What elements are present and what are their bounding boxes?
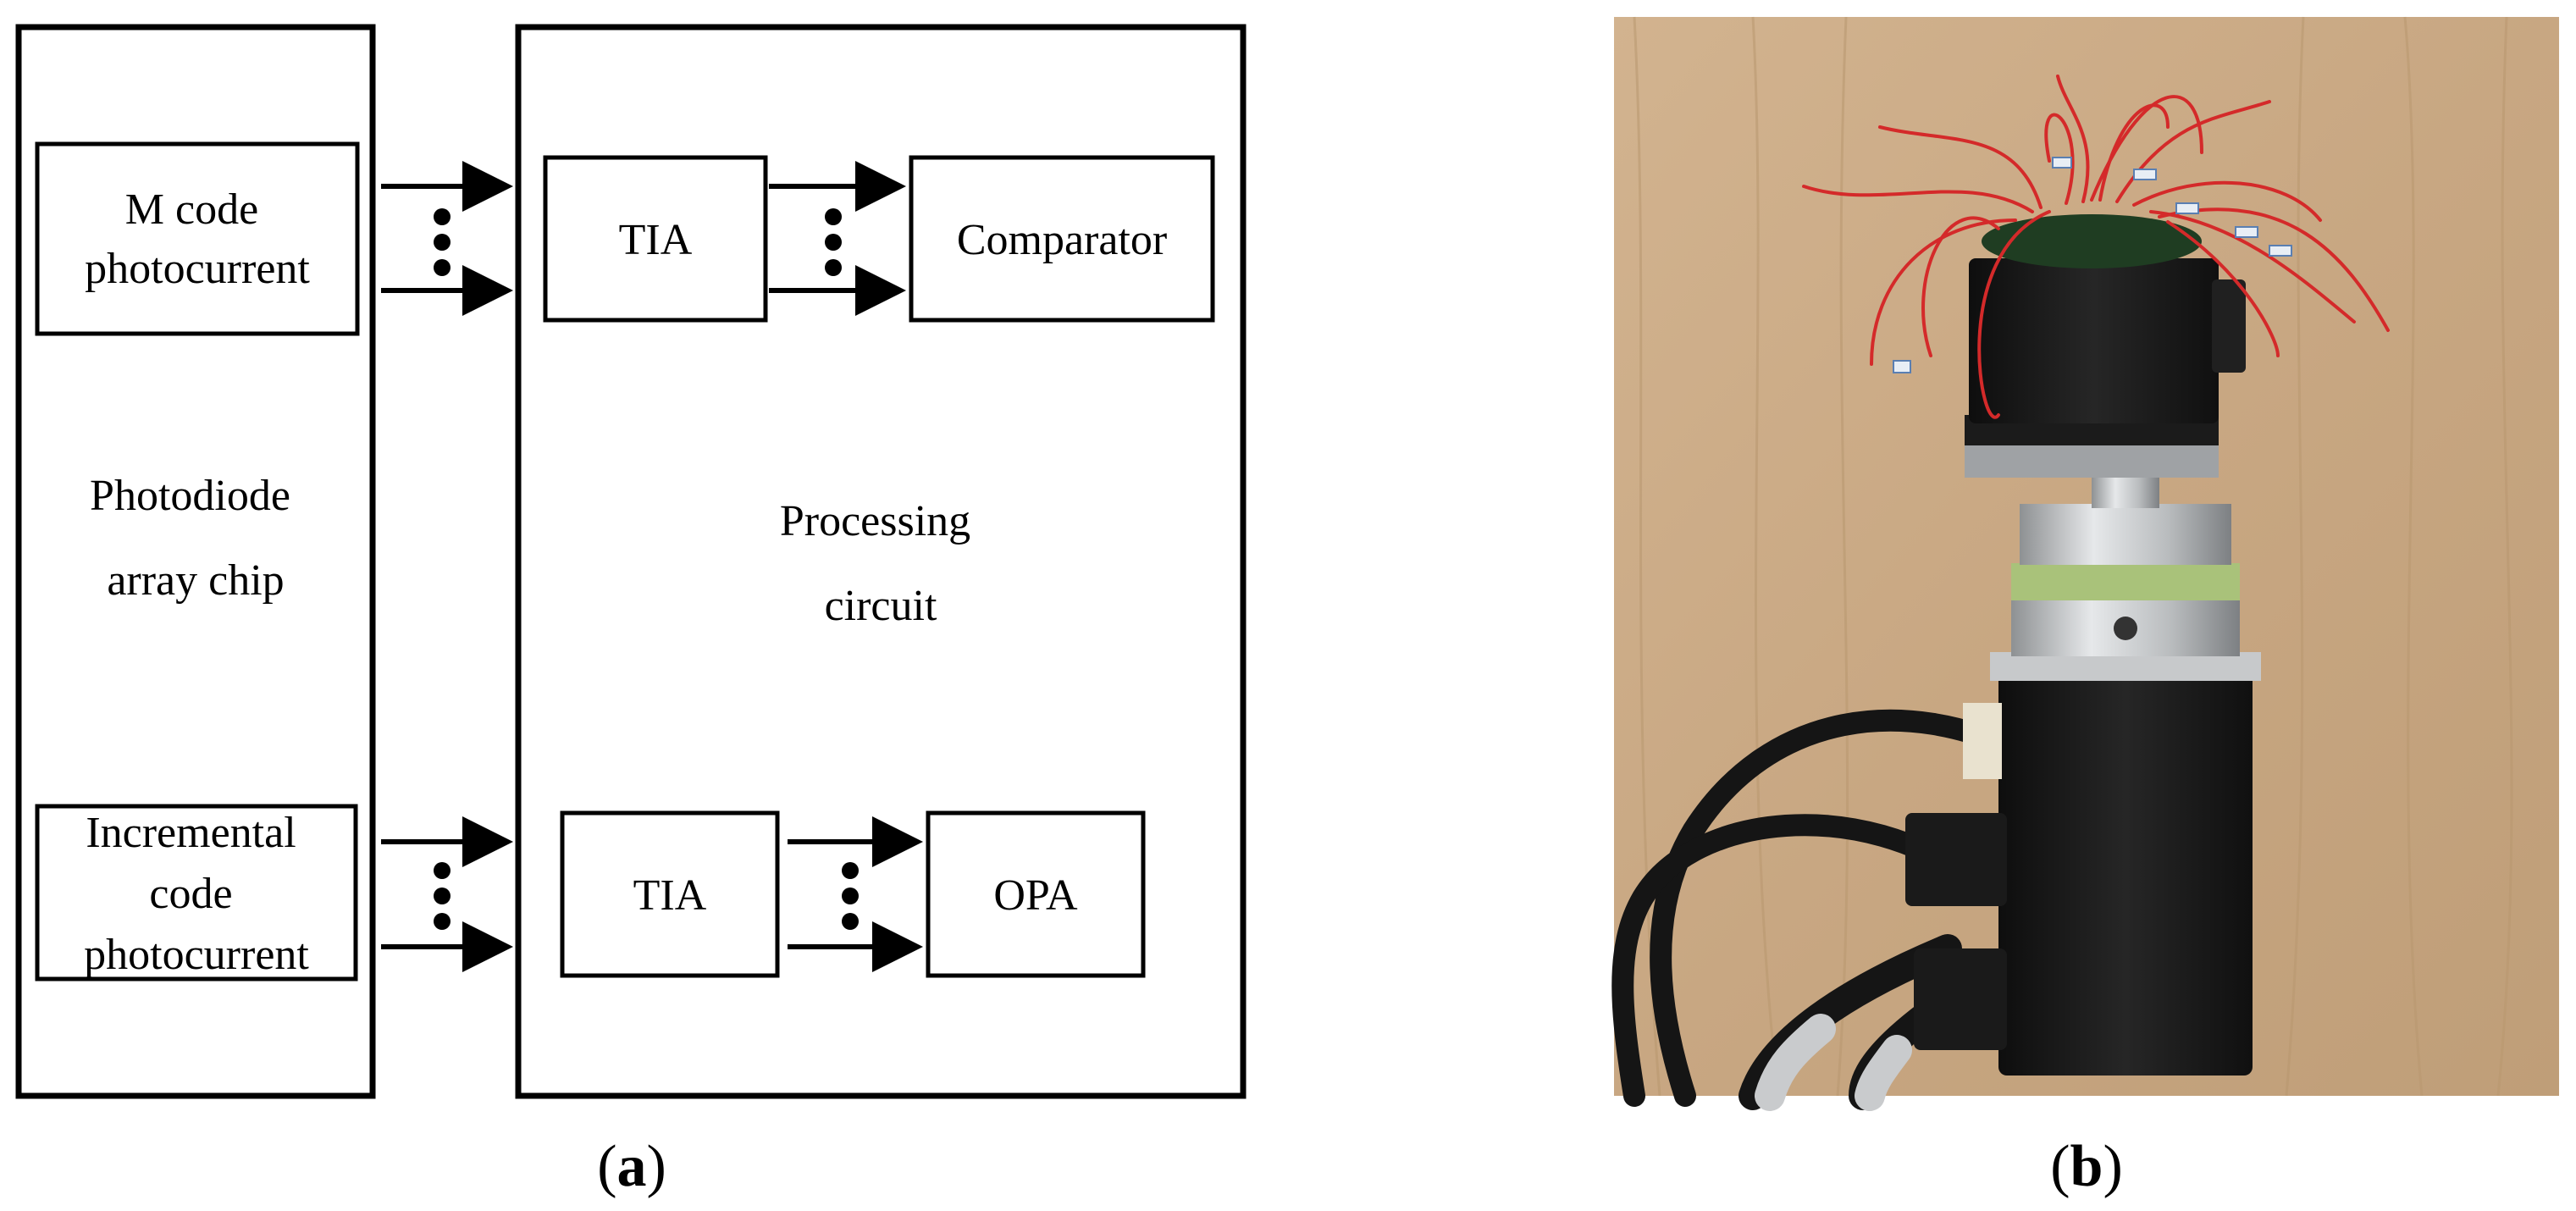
incremental-photocurrent-label: Incremental code photocurrent	[84, 809, 309, 979]
caption-a: (a)	[597, 1134, 666, 1199]
incremental-photocurrent-box	[35, 804, 358, 982]
ellipsis-dots-top-right	[825, 208, 842, 276]
photodiode-label: Photodiode array chip	[90, 472, 301, 605]
wire-tags	[1893, 157, 2292, 373]
tia-top-box	[543, 155, 768, 323]
tia-bottom-box	[560, 810, 780, 978]
coupling-screw	[2114, 617, 2137, 640]
motor-flange	[1990, 652, 2261, 681]
motor-body	[1998, 669, 2253, 1076]
m-code-photocurrent-box	[35, 141, 360, 336]
comparator-box	[909, 155, 1215, 323]
tia-top-label: TIA	[619, 216, 693, 264]
encoder-side-part	[2212, 279, 2246, 373]
coupling-upper	[2020, 504, 2231, 565]
block-diagram: Photodiode array chip M code photocurren…	[15, 24, 1247, 1199]
m-code-photocurrent-label: M code photocurrent	[85, 185, 310, 293]
processing-circuit-label: Processing circuit	[780, 497, 981, 630]
encoder-motor-photo: (b)	[1611, 16, 2559, 1199]
ellipsis-dots-bottom-left	[434, 862, 451, 930]
motor-label-sticker	[1963, 703, 2002, 779]
encoder-board	[1982, 214, 2202, 268]
tia-bottom-label: TIA	[633, 871, 707, 920]
ellipsis-dots-bottom-right	[842, 862, 859, 930]
motor-connector	[1905, 813, 2007, 906]
motor-connector-2	[1914, 948, 2007, 1050]
coupling-green-ring	[2011, 563, 2240, 600]
shaft	[2092, 474, 2159, 508]
cable-sleeves	[1755, 1014, 1912, 1111]
comparator-label: Comparator	[957, 216, 1167, 264]
wood-grain	[1633, 16, 2513, 1097]
ellipsis-dots-top-left	[434, 208, 451, 276]
upper-motor-body	[1969, 258, 2219, 423]
caption-b: (b)	[2050, 1134, 2123, 1199]
opa-box	[926, 810, 1146, 978]
opa-label: OPA	[993, 871, 1078, 920]
